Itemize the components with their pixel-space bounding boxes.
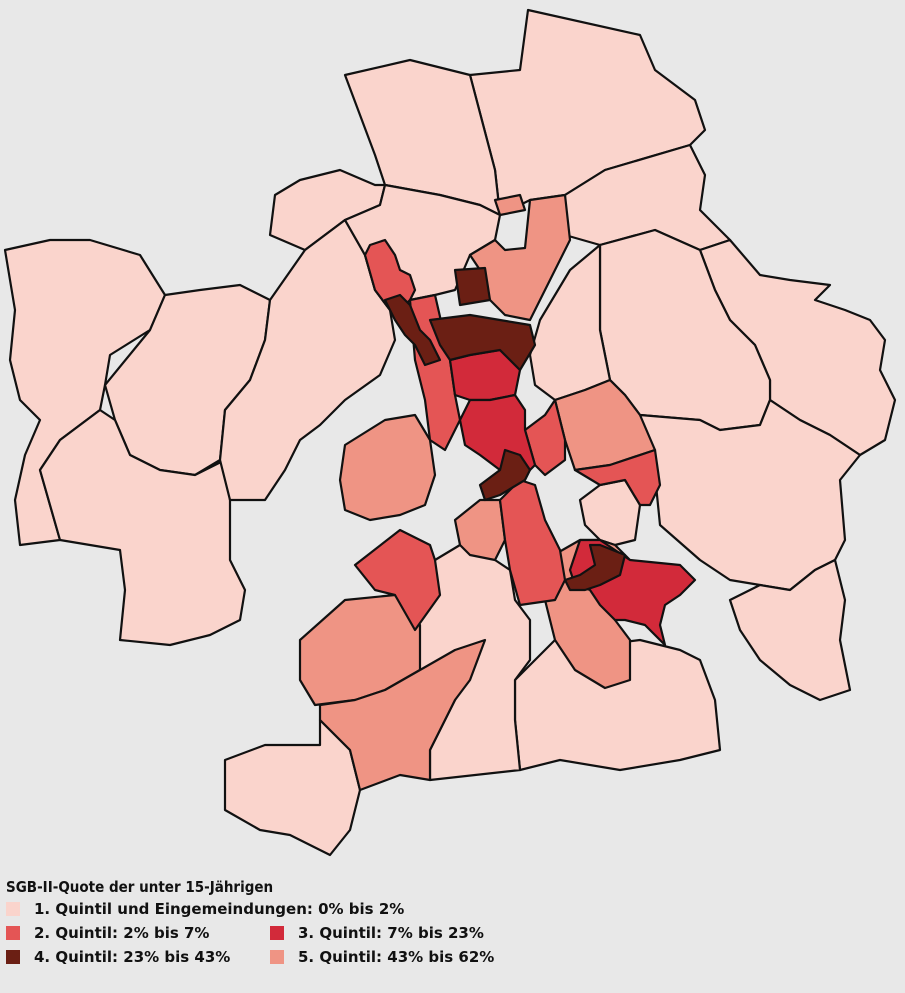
district-nord-dunkel-2[interactable] (383, 293, 442, 367)
legend-row-3: 4. Quintil: 23% bis 43% 5. Quintil: 43% … (6, 945, 896, 969)
legend-item-q2: 2. Quintil: 2% bis 7% (6, 924, 270, 942)
legend-label-q5: 5. Quintil: 43% bis 62% (298, 948, 495, 966)
district-west-zentrum[interactable] (338, 413, 437, 522)
legend-label-q3: 3. Quintil: 7% bis 23% (298, 924, 484, 942)
district-zentrum-ost[interactable] (523, 398, 567, 477)
legend-item-q3: 3. Quintil: 7% bis 23% (270, 924, 484, 942)
legend-swatch-q5 (270, 950, 284, 964)
district-ost-zentrum[interactable] (553, 378, 657, 472)
legend-label-q1: 1. Quintil und Eingemeindungen: 0% bis 2… (34, 900, 405, 918)
district-nord-keil[interactable] (468, 193, 572, 322)
legend-title: SGB-II-Quote der unter 15-Jährigen (6, 878, 274, 896)
legend-item-q5: 5. Quintil: 43% bis 62% (270, 948, 494, 966)
legend-swatch-q4 (6, 950, 20, 964)
legend-item-q4: 4. Quintil: 23% bis 43% (6, 948, 270, 966)
district-map-svg (3, 8, 897, 857)
district-suedost-dunkel[interactable] (563, 543, 627, 592)
district-west-sued[interactable] (353, 528, 442, 632)
legend-label-q2: 2. Quintil: 2% bis 7% (34, 924, 210, 942)
district-suedost[interactable] (638, 398, 862, 592)
legend-item-q1: 1. Quintil und Eingemeindungen: 0% bis 2… (6, 900, 404, 918)
district-suedwest-2[interactable] (318, 638, 487, 792)
district-zentrum-dunkel[interactable] (478, 448, 532, 502)
district-suedost-aussen[interactable] (728, 558, 852, 702)
legend-swatch-q2 (6, 926, 20, 940)
map-legend: SGB-II-Quote der unter 15-Jährigen 1. Qu… (6, 877, 896, 969)
legend-row-1: 1. Quintil und Eingemeindungen: 0% bis 2… (6, 897, 896, 921)
legend-label-q4: 4. Quintil: 23% bis 43% (34, 948, 231, 966)
legend-swatch-q3 (270, 926, 284, 940)
legend-swatch-q1 (6, 902, 20, 916)
city-map (3, 8, 897, 857)
legend-row-2: 2. Quintil: 2% bis 7% 3. Quintil: 7% bis… (6, 921, 896, 945)
district-suedwest-aussen[interactable] (223, 718, 362, 857)
district-zentrum-sued[interactable] (453, 498, 507, 562)
district-ost-keil[interactable] (573, 448, 662, 507)
district-nord-dunkel-1[interactable] (453, 266, 492, 307)
district-nord-dunkel-3[interactable] (428, 313, 537, 372)
